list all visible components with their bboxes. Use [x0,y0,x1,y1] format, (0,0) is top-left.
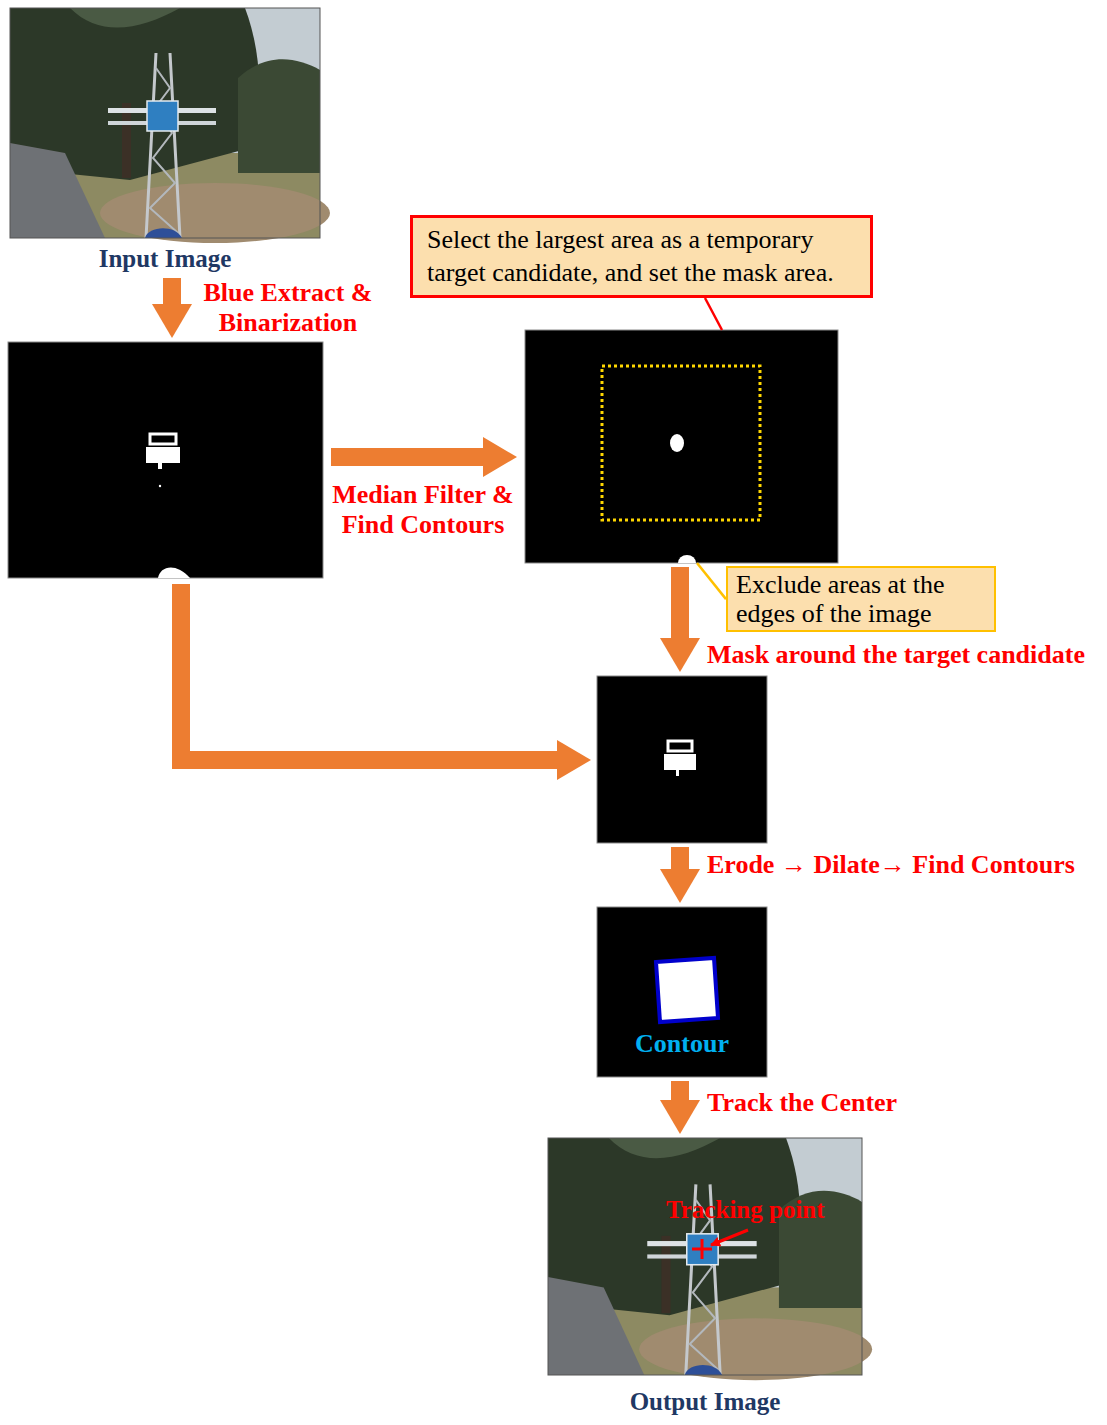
mask-area [602,366,760,520]
panel-label: Contour [597,1029,767,1059]
picture-area: Tracking point [548,1138,862,1375]
tracking-label: Tracking point [666,1196,825,1225]
arrow-head [660,1100,700,1134]
flow-arrow [660,847,700,903]
image-caption: Output Image [548,1387,862,1417]
noise-speck [159,485,161,487]
white-region [150,434,176,444]
arrow-head [483,437,517,477]
picture-area [10,8,320,238]
arrow-shaft [163,278,181,306]
arrow-head [557,740,591,780]
input-photo [10,8,330,243]
white-region [146,447,180,463]
flow-arrow [660,1081,700,1134]
edge-region [678,555,696,563]
masked-image [597,676,767,843]
leader-stroke [705,298,722,330]
callout-box: Select the largest area as a temporary t… [410,215,873,298]
white-region [668,741,692,751]
photo-frame [10,8,320,238]
output-photo [548,1138,872,1380]
arrow-shaft [671,567,689,640]
filtered-image [525,330,838,563]
arrow-head [660,869,700,903]
arrow-shaft [671,1081,689,1102]
callout-text: Select the largest area as a temporary t… [427,224,856,289]
arrow-shaft [671,847,689,871]
contour-shape [656,958,718,1022]
flow-arrow [331,437,517,477]
image-caption: Input Image [10,244,320,274]
callout-box: Exclude areas at the edges of the image [726,566,996,632]
image-panel: Tracking pointOutput Image [548,1138,862,1417]
step-label: Track the Center [707,1088,897,1118]
arrow-head [660,638,700,672]
step-label: Median Filter & Find Contours [323,480,523,540]
contour-panel: Contour [597,907,767,1077]
flow-arrow [152,278,192,338]
flow-arrow [660,567,700,672]
binary-image [8,342,323,578]
contour-image [597,907,767,1077]
flow-arrow [181,584,591,780]
callout-text: Exclude areas at the edges of the image [736,570,986,628]
arrow-head [152,304,192,338]
edge-region [158,567,190,578]
tracking-pointer [711,1230,748,1245]
leader-line [697,563,726,599]
target-candidate [670,434,684,452]
white-region [158,463,162,469]
binary-image-panel [8,342,323,578]
photo-frame [548,1138,862,1375]
step-label: Blue Extract & Binarization [198,278,378,338]
step-label: Erode → Dilate→ Find Contours [707,850,1075,880]
arrow-shaft [331,448,485,466]
leader-line [705,298,722,330]
white-region [676,770,679,776]
filtered-image-panel [525,330,838,563]
step-label: Mask around the target candidate [707,640,1085,670]
leader-stroke [697,563,726,599]
arrow-shaft [181,584,559,760]
image-panel: Input Image [10,8,320,274]
masked-image-panel [597,676,767,843]
tracking-cross [692,1239,712,1259]
white-region [664,754,696,770]
